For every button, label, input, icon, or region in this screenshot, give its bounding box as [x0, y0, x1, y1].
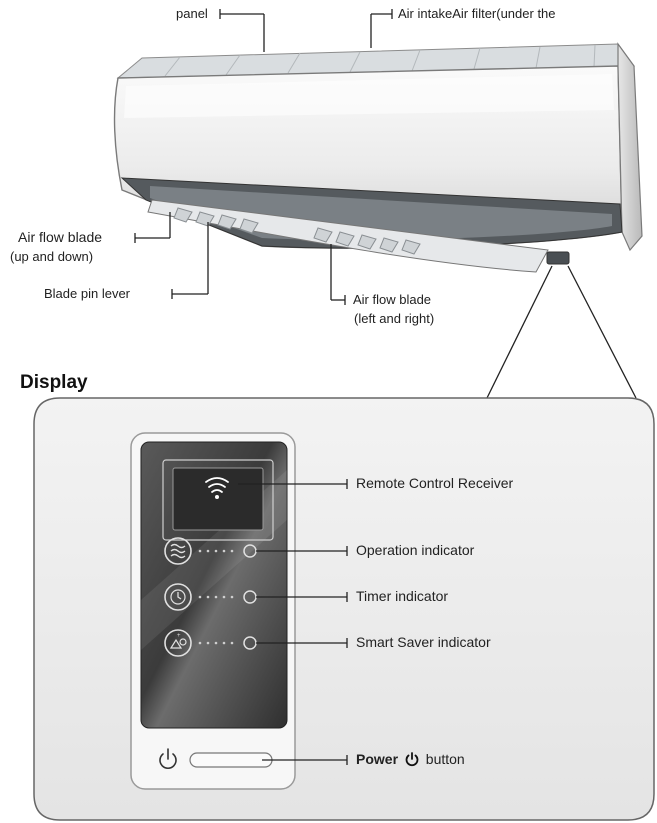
label-blade-updown-1: Air flow blade — [18, 229, 103, 245]
unit-display-window — [546, 251, 570, 265]
label-power-rest: button — [425, 751, 465, 767]
label-timer-indicator: Timer indicator — [356, 588, 449, 604]
label-air-intake: Air intakeAir filter(under the — [398, 6, 556, 21]
unit-side — [617, 42, 643, 252]
label-remote-receiver: Remote Control Receiver — [356, 475, 514, 491]
label-blade-leftright-1: Air flow blade — [353, 292, 432, 307]
display-heading: Display — [20, 372, 88, 393]
label-blade-pin-lever: Blade pin lever — [44, 286, 130, 301]
power-button[interactable] — [159, 748, 273, 769]
label-blade-leftright-2: (left and right) — [354, 311, 435, 326]
label-operation-indicator: Operation indicator — [356, 542, 475, 558]
label-panel: panel — [176, 6, 208, 21]
label-blade-updown-2: (up and down) — [10, 249, 94, 264]
power-glyph-icon — [405, 752, 419, 767]
remote-receiver — [162, 459, 274, 541]
display-callout-box — [33, 397, 655, 821]
label-power-bold: Power — [356, 751, 399, 767]
wifi-receiver-icon — [205, 477, 229, 493]
label-power-button: Power button — [356, 751, 465, 767]
svg-text:+: + — [177, 633, 181, 639]
operation-waves-icon — [164, 537, 192, 565]
smart-saver-icon — [164, 629, 192, 657]
air-conditioner-unit — [113, 42, 643, 273]
label-smart-saver-indicator: Smart Saver indicator — [356, 634, 491, 650]
display-leader-lines — [238, 479, 348, 765]
unit-leader-lines — [134, 9, 637, 399]
timer-clock-icon — [164, 583, 192, 611]
power-icon — [159, 748, 177, 769]
